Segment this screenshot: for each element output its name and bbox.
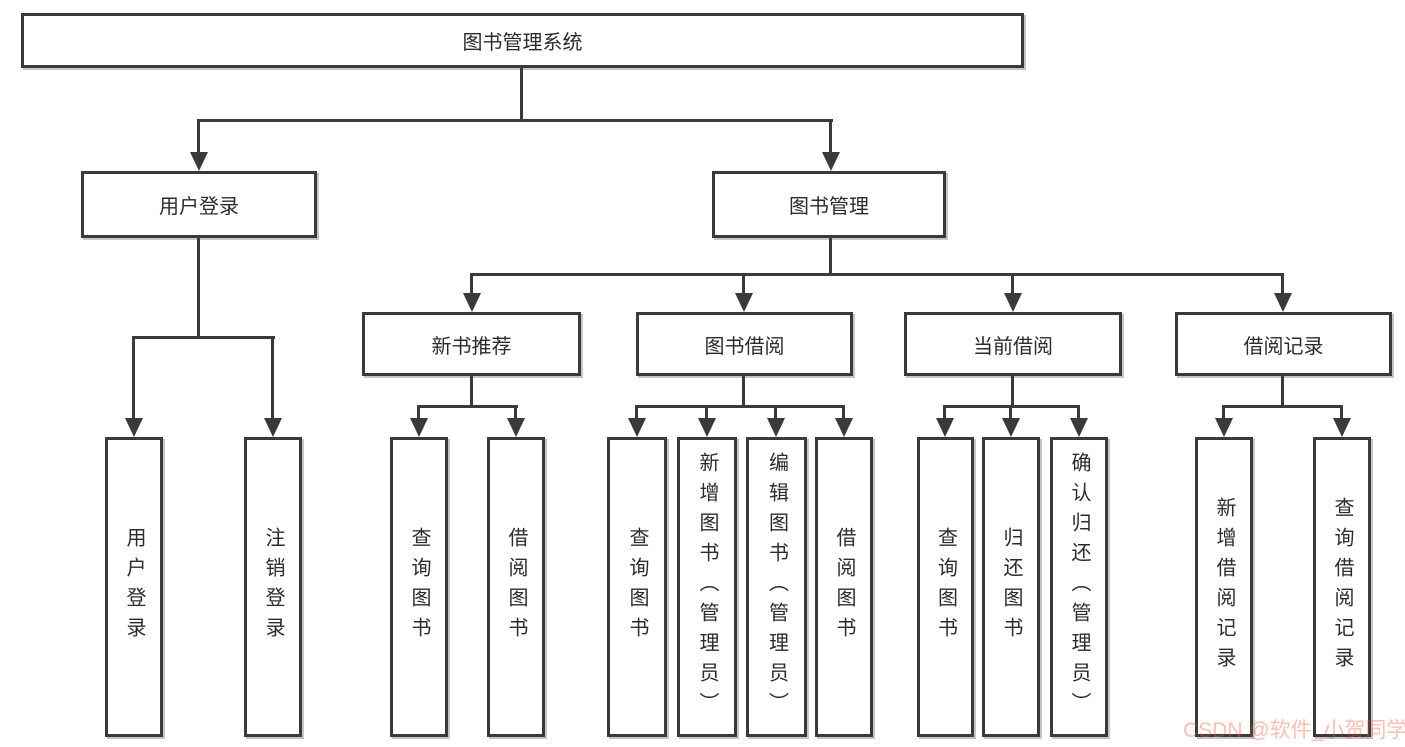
connector-line [197,238,200,336]
connector-arrow [1332,405,1351,437]
connector-arrow [697,405,716,437]
connector-line [520,68,523,119]
node-book-management: 图书管理 [712,171,946,238]
leaf-logout-login: 注销登录 [244,437,302,737]
leaf-user-login: 用户登录 [105,437,163,737]
connector-line [470,273,1284,276]
leaf-query-borrow-record: 查询借阅记录 [1313,437,1371,737]
connector-line [1011,376,1014,405]
connector-arrow [834,405,853,437]
connector-line [1223,405,1343,408]
node-new-book-recommend: 新书推荐 [362,312,581,376]
leaf-add-book-admin: 新增图书（管理员） [677,437,737,737]
connector-line [742,376,745,405]
connector-arrow [1214,405,1233,437]
leaf-return-book: 归还图书 [982,437,1040,737]
leaf-query-book-recommend: 查询图书 [390,437,448,737]
leaf-user-login-label: 用户登录 [123,527,145,647]
node-user-login-label: 用户登录 [159,196,239,218]
leaf-query-book-recommend-label: 查询图书 [408,527,430,647]
connector-line [470,376,473,405]
connector-arrow [1069,405,1088,437]
leaf-confirm-return-admin: 确认归还（管理员） [1050,437,1108,737]
node-new-book-recommend-label: 新书推荐 [431,335,512,358]
connector-line [133,336,275,339]
connector-arrow [766,405,785,437]
connector-arrow [935,405,954,437]
leaf-query-book-current: 查询图书 [917,437,974,737]
node-user-login: 用户登录 [81,171,317,238]
node-current-borrow: 当前借阅 [904,312,1122,376]
connector-line [1281,376,1284,405]
connector-line [636,405,845,408]
leaf-logout-login-label: 注销登录 [262,527,284,647]
leaf-add-borrow-record: 新增借阅记录 [1195,437,1253,737]
connector-arrow [627,405,646,437]
leaf-borrow-book-recommend-label: 借阅图书 [505,527,527,647]
leaf-query-book-borrow-label: 查询图书 [626,527,648,647]
connector-line [944,405,1080,408]
connector-line [829,238,832,273]
leaf-query-book-borrow: 查询图书 [607,437,667,737]
connector-arrow [734,273,753,312]
watermark-text: CSDN @软件_小贺同学 [1183,719,1405,742]
node-current-borrow-label: 当前借阅 [973,335,1053,358]
connector-line [418,405,518,408]
leaf-edit-book-admin: 编辑图书（管理员） [746,437,807,737]
leaf-borrow-book-recommend: 借阅图书 [487,437,545,737]
leaf-confirm-return-admin-label: 确认归还（管理员） [1068,452,1090,722]
connector-arrow [506,405,525,437]
node-root-label: 图书管理系统 [462,32,583,54]
connector-arrow [124,336,143,437]
leaf-add-book-admin-label: 新增图书（管理员） [696,452,718,722]
node-book-borrow: 图书借阅 [636,312,853,376]
connector-arrow [462,273,481,312]
connector-arrow [263,336,282,437]
node-book-management-label: 图书管理 [789,196,869,218]
connector-line [197,119,833,122]
leaf-query-book-current-label: 查询图书 [934,527,957,647]
leaf-borrow-book-borrow-label: 借阅图书 [833,527,855,647]
leaf-return-book-label: 归还图书 [1000,527,1022,647]
leaf-query-borrow-record-label: 查询借阅记录 [1331,497,1353,677]
node-borrow-record: 借阅记录 [1175,312,1392,376]
leaf-borrow-book-borrow: 借阅图书 [815,437,873,737]
leaf-edit-book-admin-label: 编辑图书（管理员） [765,452,788,722]
connector-arrow [1003,273,1022,312]
connector-arrow [1273,273,1292,312]
connector-arrow [1001,405,1020,437]
node-borrow-record-label: 借阅记录 [1243,335,1324,358]
connector-arrow [821,119,840,171]
connector-arrow [189,119,208,171]
node-book-borrow-label: 图书借阅 [704,335,785,358]
leaf-add-borrow-record-label: 新增借阅记录 [1213,497,1235,677]
node-root: 图书管理系统 [21,13,1024,68]
connector-arrow [409,405,428,437]
